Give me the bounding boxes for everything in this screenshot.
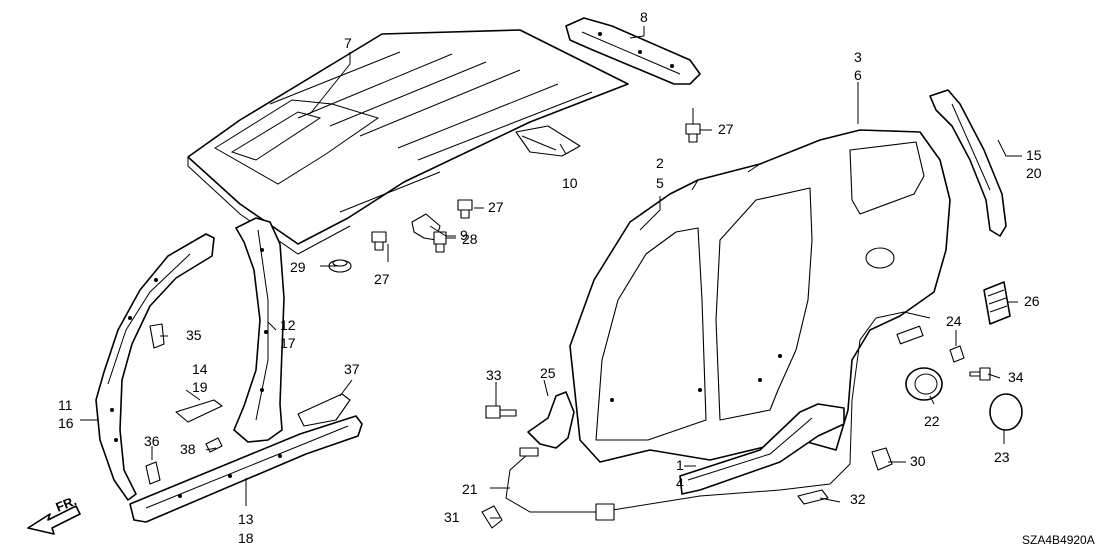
bracket-35 (149, 323, 165, 349)
callout-19: 19 (192, 379, 208, 395)
callout-labels: 7 8 3 6 27 15 20 2 5 10 27 9 28 29 27 12… (58, 9, 1095, 547)
callout-22: 22 (924, 413, 940, 429)
clip-31 (481, 505, 503, 529)
direction-label: FR. (54, 493, 79, 515)
fuel-lid-housing (905, 367, 943, 401)
callout-24: 24 (946, 313, 962, 329)
callout-27-middle: 27 (488, 199, 504, 215)
callout-20: 20 (1026, 165, 1042, 181)
opener-cable (505, 311, 931, 521)
callout-10: 10 (562, 175, 578, 191)
bracket-14 (175, 399, 223, 423)
pad-32 (797, 489, 829, 505)
callout-18: 18 (238, 530, 254, 546)
callout-30: 30 (910, 453, 926, 469)
callout-3: 3 (854, 49, 862, 65)
bracket-36 (145, 461, 161, 485)
roof-panel (187, 29, 629, 255)
diagram-code: SZA4B4920A (1022, 533, 1095, 547)
callout-6: 6 (854, 67, 862, 83)
callout-16: 16 (58, 415, 74, 431)
callout-27-upper: 27 (718, 121, 734, 137)
fuel-lid (989, 393, 1023, 431)
spring-24 (949, 345, 965, 363)
callout-15: 15 (1026, 147, 1042, 163)
callout-37: 37 (344, 361, 360, 377)
side-sill-reinforcement (129, 415, 363, 523)
callout-9: 9 (460, 227, 468, 243)
callout-33: 33 (486, 367, 502, 383)
bolt-27-upper (685, 108, 701, 143)
clip-30 (871, 447, 893, 471)
callout-25: 25 (540, 365, 556, 381)
callout-36: 36 (144, 433, 160, 449)
bolt-27-lower (371, 231, 387, 251)
callout-14: 14 (192, 361, 208, 377)
stiffener-37 (297, 393, 351, 427)
outer-side-panel (569, 129, 951, 463)
callout-28: 28 (462, 231, 478, 247)
callout-17: 17 (280, 335, 296, 351)
callout-21: 21 (462, 481, 478, 497)
callout-12: 12 (280, 317, 296, 333)
callout-31: 31 (444, 509, 460, 525)
roof-bow (515, 125, 581, 157)
callout-32: 32 (850, 491, 866, 507)
callout-8: 8 (640, 9, 648, 25)
front-direction-arrow: FR. (27, 493, 81, 535)
callout-5: 5 (656, 175, 664, 191)
callout-11: 11 (58, 397, 73, 413)
center-pillar (233, 217, 285, 443)
callout-4: 4 (676, 475, 684, 491)
callout-29: 29 (290, 259, 306, 275)
callout-38: 38 (180, 441, 196, 457)
bolt-27-middle (457, 199, 473, 219)
rear-pillar-stiffener (929, 89, 1007, 237)
leader-lines (80, 26, 1022, 519)
callout-7: 7 (344, 35, 352, 51)
opener-lever (527, 391, 575, 449)
callout-13: 13 (238, 511, 254, 527)
front-pillar-stiffener (95, 233, 215, 501)
vent-26 (983, 281, 1011, 325)
callout-1: 1 (676, 457, 684, 473)
rocker-panel (679, 403, 845, 495)
callout-26: 26 (1024, 293, 1040, 309)
callout-34: 34 (1008, 369, 1024, 385)
callout-2: 2 (656, 155, 664, 171)
screw-34 (969, 367, 991, 381)
callout-35: 35 (186, 327, 202, 343)
callout-23: 23 (994, 449, 1010, 465)
roof-front-rail (565, 17, 701, 85)
bolt-33 (485, 405, 517, 419)
callout-27-lower: 27 (374, 271, 390, 287)
